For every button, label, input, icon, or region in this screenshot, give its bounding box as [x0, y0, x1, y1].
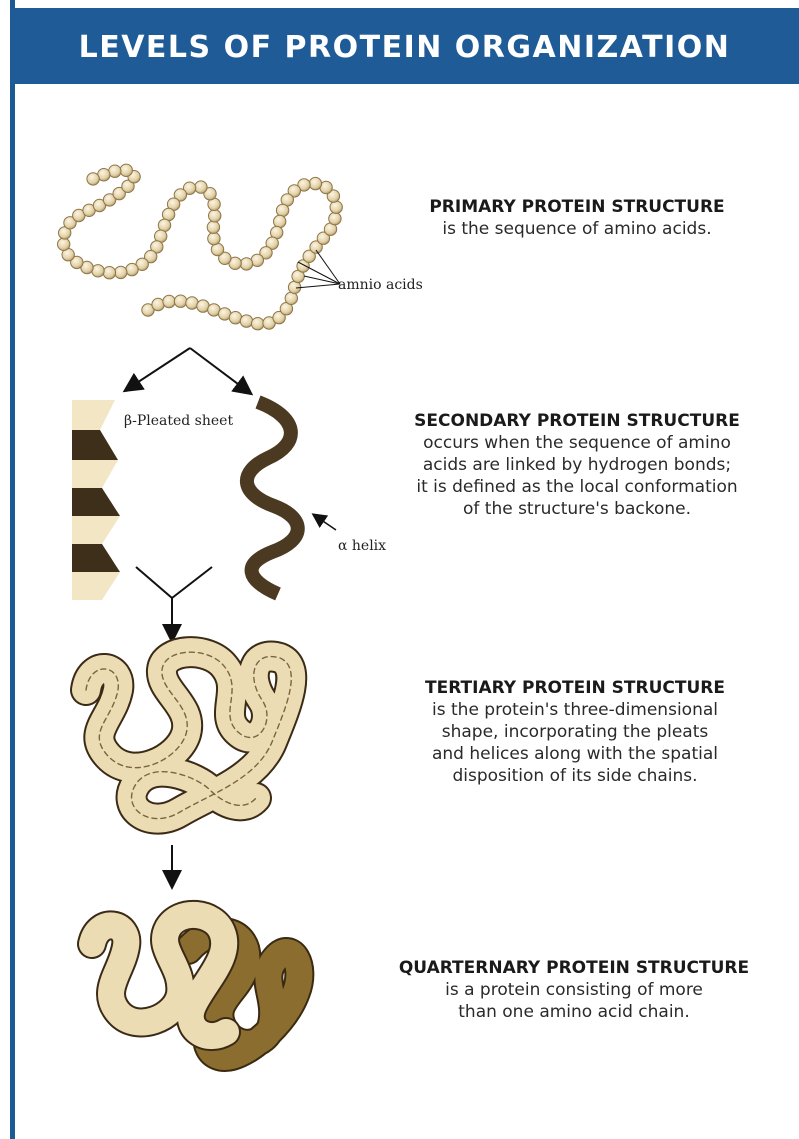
amino-acid-bead — [126, 263, 138, 275]
amino-acid-bead — [109, 165, 121, 177]
amino-acid-bead — [208, 232, 220, 244]
amino-acid-bead — [330, 201, 342, 213]
amino-acid-bead — [152, 298, 164, 310]
tertiary-structure-body: is the protein's three-dimensional shape… — [380, 699, 770, 787]
quaternary-structure-body: is a protein consisting of more than one… — [364, 979, 784, 1023]
amino-acid-bead — [120, 164, 132, 176]
amino-acid-bead — [240, 258, 252, 270]
amino-acid-bead — [115, 266, 127, 278]
quaternary-chains — [92, 915, 299, 1057]
amino-acid-bead — [209, 210, 221, 222]
amino-acid-bead — [195, 181, 207, 193]
quaternary-structure-text: QUARTERNARY PROTEIN STRUCTURE is a prote… — [364, 957, 784, 1023]
amino-acid-bead — [229, 312, 241, 324]
secondary-structure-body: occurs when the sequence of amino acids … — [372, 432, 782, 520]
amino-acid-bead — [87, 173, 99, 185]
secondary-structure-text: SECONDARY PROTEIN STRUCTURE occurs when … — [372, 410, 782, 520]
amino-acid-bead — [276, 204, 288, 216]
secondary-structure-title: SECONDARY PROTEIN STRUCTURE — [372, 410, 782, 432]
split-arrows — [126, 348, 250, 393]
tertiary-structure-title: TERTIARY PROTEIN STRUCTURE — [380, 677, 770, 699]
tertiary-folded-ribbon — [86, 652, 291, 818]
helix-pointer-arrow — [314, 515, 336, 530]
tertiary-structure-text: TERTIARY PROTEIN STRUCTURE is the protei… — [380, 677, 770, 787]
amino-acid-chain — [58, 164, 343, 330]
amino-acid-bead — [174, 295, 186, 307]
pleated-sheet-label: β-Pleated sheet — [124, 413, 233, 429]
amino-acid-bead — [309, 177, 321, 189]
amino-acid-bead — [252, 318, 264, 330]
amino-acid-bead — [329, 212, 341, 224]
beta-pleated-sheet — [72, 400, 120, 600]
amino-acid-bead — [240, 315, 252, 327]
amino-acid-bead — [186, 297, 198, 309]
amino-acid-bead — [207, 221, 219, 233]
alpha-helix-label: α helix — [338, 538, 386, 554]
quaternary-structure-title: QUARTERNARY PROTEIN STRUCTURE — [364, 957, 784, 979]
primary-structure-title: PRIMARY PROTEIN STRUCTURE — [392, 196, 762, 218]
amino-acid-bead — [92, 265, 104, 277]
merge-arrows — [136, 567, 212, 640]
amino-acid-bead — [274, 215, 286, 227]
alpha-helix — [247, 402, 298, 594]
primary-structure-body: is the sequence of amino acids. — [392, 218, 762, 240]
primary-structure-text: PRIMARY PROTEIN STRUCTURE is the sequenc… — [392, 196, 762, 240]
amino-acid-bead — [58, 238, 70, 250]
amino-acid-bead — [285, 292, 297, 304]
amino-acids-label: amnio acids — [338, 277, 423, 293]
amino-acid-bead — [163, 295, 175, 307]
amino-acid-bead — [103, 267, 115, 279]
